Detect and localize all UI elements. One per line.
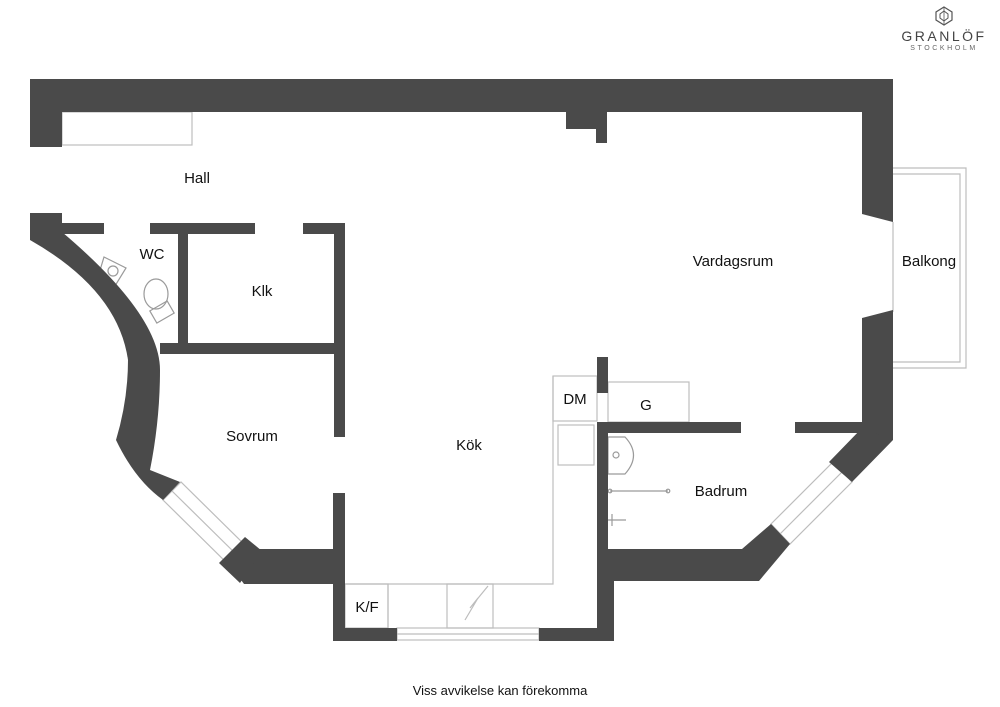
walls <box>30 79 893 641</box>
balcony-outline <box>893 167 967 369</box>
room-label-vardagsrum: Vardagsrum <box>693 253 774 270</box>
brand-city: STOCKHOLM <box>910 45 978 52</box>
room-label-sovrum: Sovrum <box>226 428 278 445</box>
room-label-balkong: Balkong <box>902 253 956 270</box>
room-label-kf: K/F <box>355 599 378 616</box>
stove-icon <box>464 585 489 621</box>
disclaimer: Viss avvikelse kan förekomma <box>412 683 588 698</box>
wc-toilet <box>143 278 169 310</box>
room-labels: Hall WC Klk Vardagsrum Balkong Sovrum Kö… <box>140 170 957 616</box>
room-label-klk: Klk <box>252 283 273 300</box>
room-label-badrum: Badrum <box>695 483 748 500</box>
granlof-logo-icon <box>935 6 953 26</box>
shower-tap <box>606 514 626 526</box>
room-label-g: G <box>640 397 652 414</box>
room-label-dm: DM <box>563 391 586 408</box>
bathroom-sink <box>607 436 635 475</box>
brand-block: GRANLÖF STOCKHOLM <box>896 6 992 52</box>
room-label-wc: WC <box>140 246 165 263</box>
kitchen-sink <box>557 424 595 466</box>
fixtures-and-windows <box>61 111 967 641</box>
kitchen-counter <box>345 376 554 585</box>
room-label-hall: Hall <box>184 170 210 187</box>
brand-name: GRANLÖF <box>901 28 987 44</box>
stove <box>446 583 494 629</box>
dishwasher <box>552 375 598 422</box>
room-label-kok: Kök <box>456 437 482 454</box>
hall-closet <box>61 111 193 146</box>
